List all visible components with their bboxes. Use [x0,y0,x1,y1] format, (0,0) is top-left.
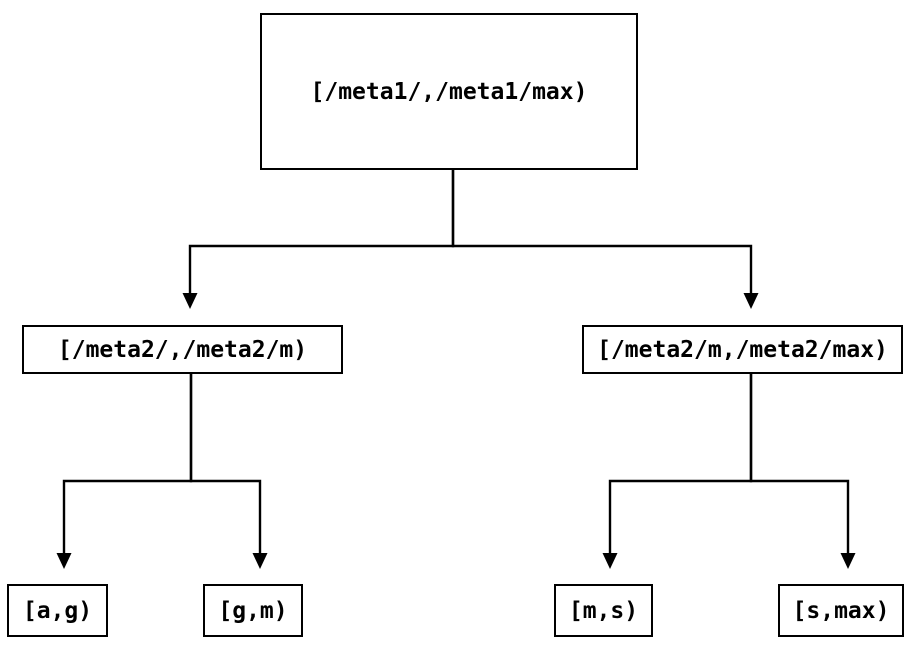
edge-meta2low-gm [189,374,262,553]
arrowhead-leaf-ag [56,553,72,569]
node-leaf-a-g: [a,g) [7,584,108,637]
arrowhead-leaf-gm [252,553,268,569]
node-leaf-m-s: [m,s) [554,584,653,637]
edge-meta2high-smax [749,374,850,553]
edge-meta2high-ms [608,374,753,553]
arrowhead-leaf-smax [840,553,856,569]
arrowhead-meta2high [743,293,759,309]
arrowhead-leaf-ms [602,553,618,569]
node-meta2-lower-range: [/meta2/,/meta2/m) [22,325,343,374]
node-meta2-upper-range: [/meta2/m,/meta2/max) [582,325,903,374]
edge-root-meta2low [188,170,455,293]
node-root-range: [/meta1/,/meta1/max) [260,13,638,170]
arrowhead-meta2low [182,293,198,309]
edge-meta2low-ag [62,374,193,553]
node-leaf-g-m: [g,m) [203,584,303,637]
node-leaf-s-max: [s,max) [778,584,904,637]
edge-root-meta2high [451,170,753,293]
